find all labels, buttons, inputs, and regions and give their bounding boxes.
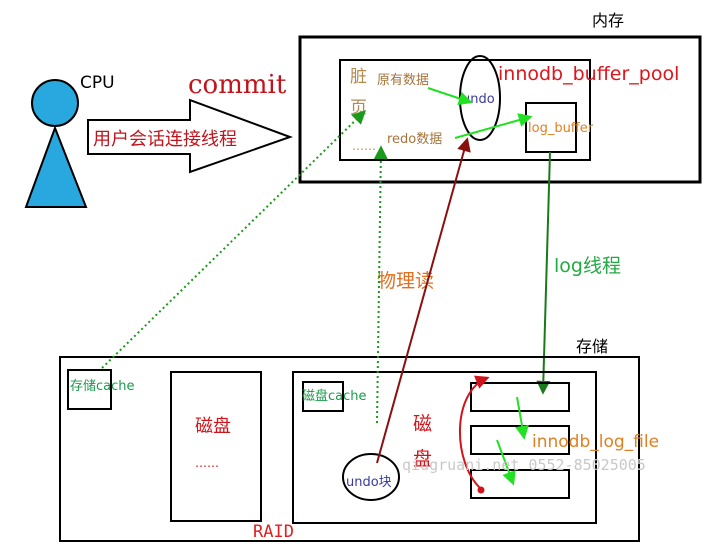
original-data-label: 原有数据 xyxy=(377,73,429,88)
disk-vertical-char1: 磁 xyxy=(413,413,432,435)
log-buffer-label: log_buffer xyxy=(528,121,594,136)
user-session-thread-label: 用户会话连接线程 xyxy=(93,129,237,150)
original-to-undo-arrow xyxy=(427,87,473,106)
redo-data-label: redo数据 xyxy=(387,132,442,147)
storage-box xyxy=(59,356,640,542)
innodb-log-file-label: innodb_log_file xyxy=(532,432,659,452)
disk-cache-box xyxy=(302,381,344,412)
disk-vertical-char2: 盘 xyxy=(413,448,432,470)
log-file-box-3 xyxy=(470,469,570,499)
physical-read-label: 物理读 xyxy=(377,270,434,292)
log-buffer-box xyxy=(525,102,577,153)
memory-label: 内存 xyxy=(592,11,624,30)
undo-label: undo xyxy=(462,92,495,107)
log-file-arrow-2 xyxy=(496,439,516,486)
buffer-pool-box xyxy=(339,59,591,161)
storage-cache-box xyxy=(67,369,112,410)
commit-label: commit xyxy=(188,70,287,100)
undo-block-to-undo-arrow xyxy=(376,137,471,464)
disk-ellipsis: …… xyxy=(195,456,219,470)
watermark-text: qiugruani.net 0552-85025005 xyxy=(402,456,646,474)
session-arrow-shape xyxy=(87,98,293,174)
log-file-arrow-1 xyxy=(515,396,529,440)
storage-cache-label: 存储cache xyxy=(70,379,135,394)
cpu-figure-icon xyxy=(24,79,88,208)
redo-to-log-buffer-arrow xyxy=(454,113,533,139)
undo-block-label: undo块 xyxy=(346,475,392,490)
undo-block-ellipse xyxy=(342,453,400,501)
dirty-page-char2: 页 xyxy=(350,98,367,118)
disk-label: 磁盘 xyxy=(195,416,231,437)
cpu-label: CPU xyxy=(80,73,115,93)
log-thread-arrow xyxy=(536,151,551,395)
log-thread-label: log线程 xyxy=(554,255,621,277)
storage-label: 存储 xyxy=(576,337,608,356)
log-file-cycle-arrow xyxy=(458,375,490,490)
innodb-buffer-pool-label: innodb_buffer_pool xyxy=(498,63,679,85)
dirty-ellipsis: …… xyxy=(352,139,376,153)
raid-group-box xyxy=(292,371,597,524)
memory-box xyxy=(298,35,702,184)
disk-box xyxy=(170,371,262,522)
log-file-box-1 xyxy=(470,382,570,412)
raid-label: RAID xyxy=(253,522,294,542)
dirty-page-char1: 脏 xyxy=(350,67,367,87)
log-file-cycle-dot xyxy=(477,486,485,494)
storage-cache-dotted-arrow xyxy=(101,110,367,369)
physical-read-dotted-arrow xyxy=(373,145,388,424)
disk-cache-label: 磁盘cache xyxy=(302,388,367,404)
